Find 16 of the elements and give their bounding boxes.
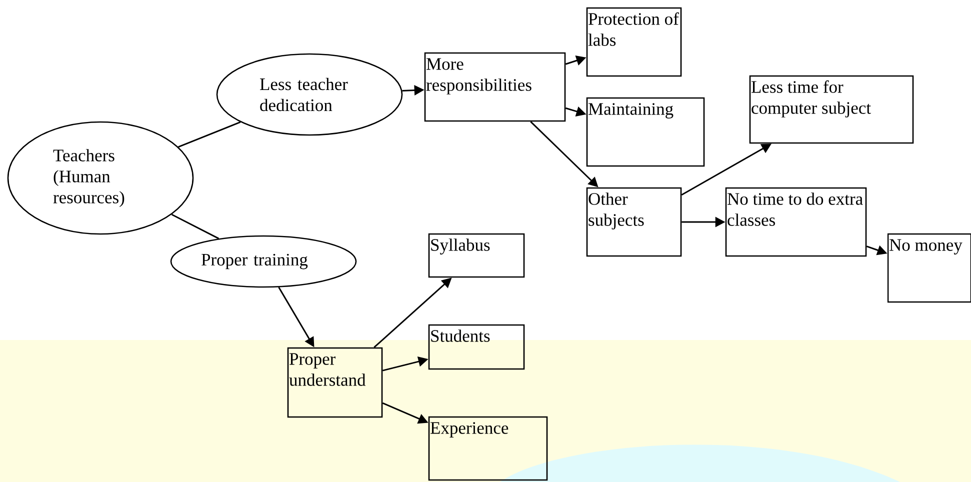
oval-node: Teachers (Human resources): [7, 121, 194, 235]
process-box: Experience: [428, 416, 548, 481]
process-box: Other subjects: [586, 187, 682, 257]
process-box: No time to do extra classes: [725, 187, 867, 257]
process-box: Syllabus: [428, 233, 525, 278]
process-box: More responsibilities: [424, 52, 566, 122]
process-box: Protection of labs: [586, 7, 682, 77]
connector-line: [178, 121, 241, 148]
oval-node: Proper training: [170, 235, 357, 288]
process-box: No money: [887, 233, 971, 303]
process-box: Proper understand: [287, 347, 383, 418]
oval-node: Less teacher dedication: [216, 53, 403, 136]
process-box: Less time for computer subject: [749, 75, 914, 144]
connector-line: [171, 214, 220, 240]
process-box: Maintaining: [586, 97, 705, 167]
process-box: Students: [428, 324, 525, 370]
